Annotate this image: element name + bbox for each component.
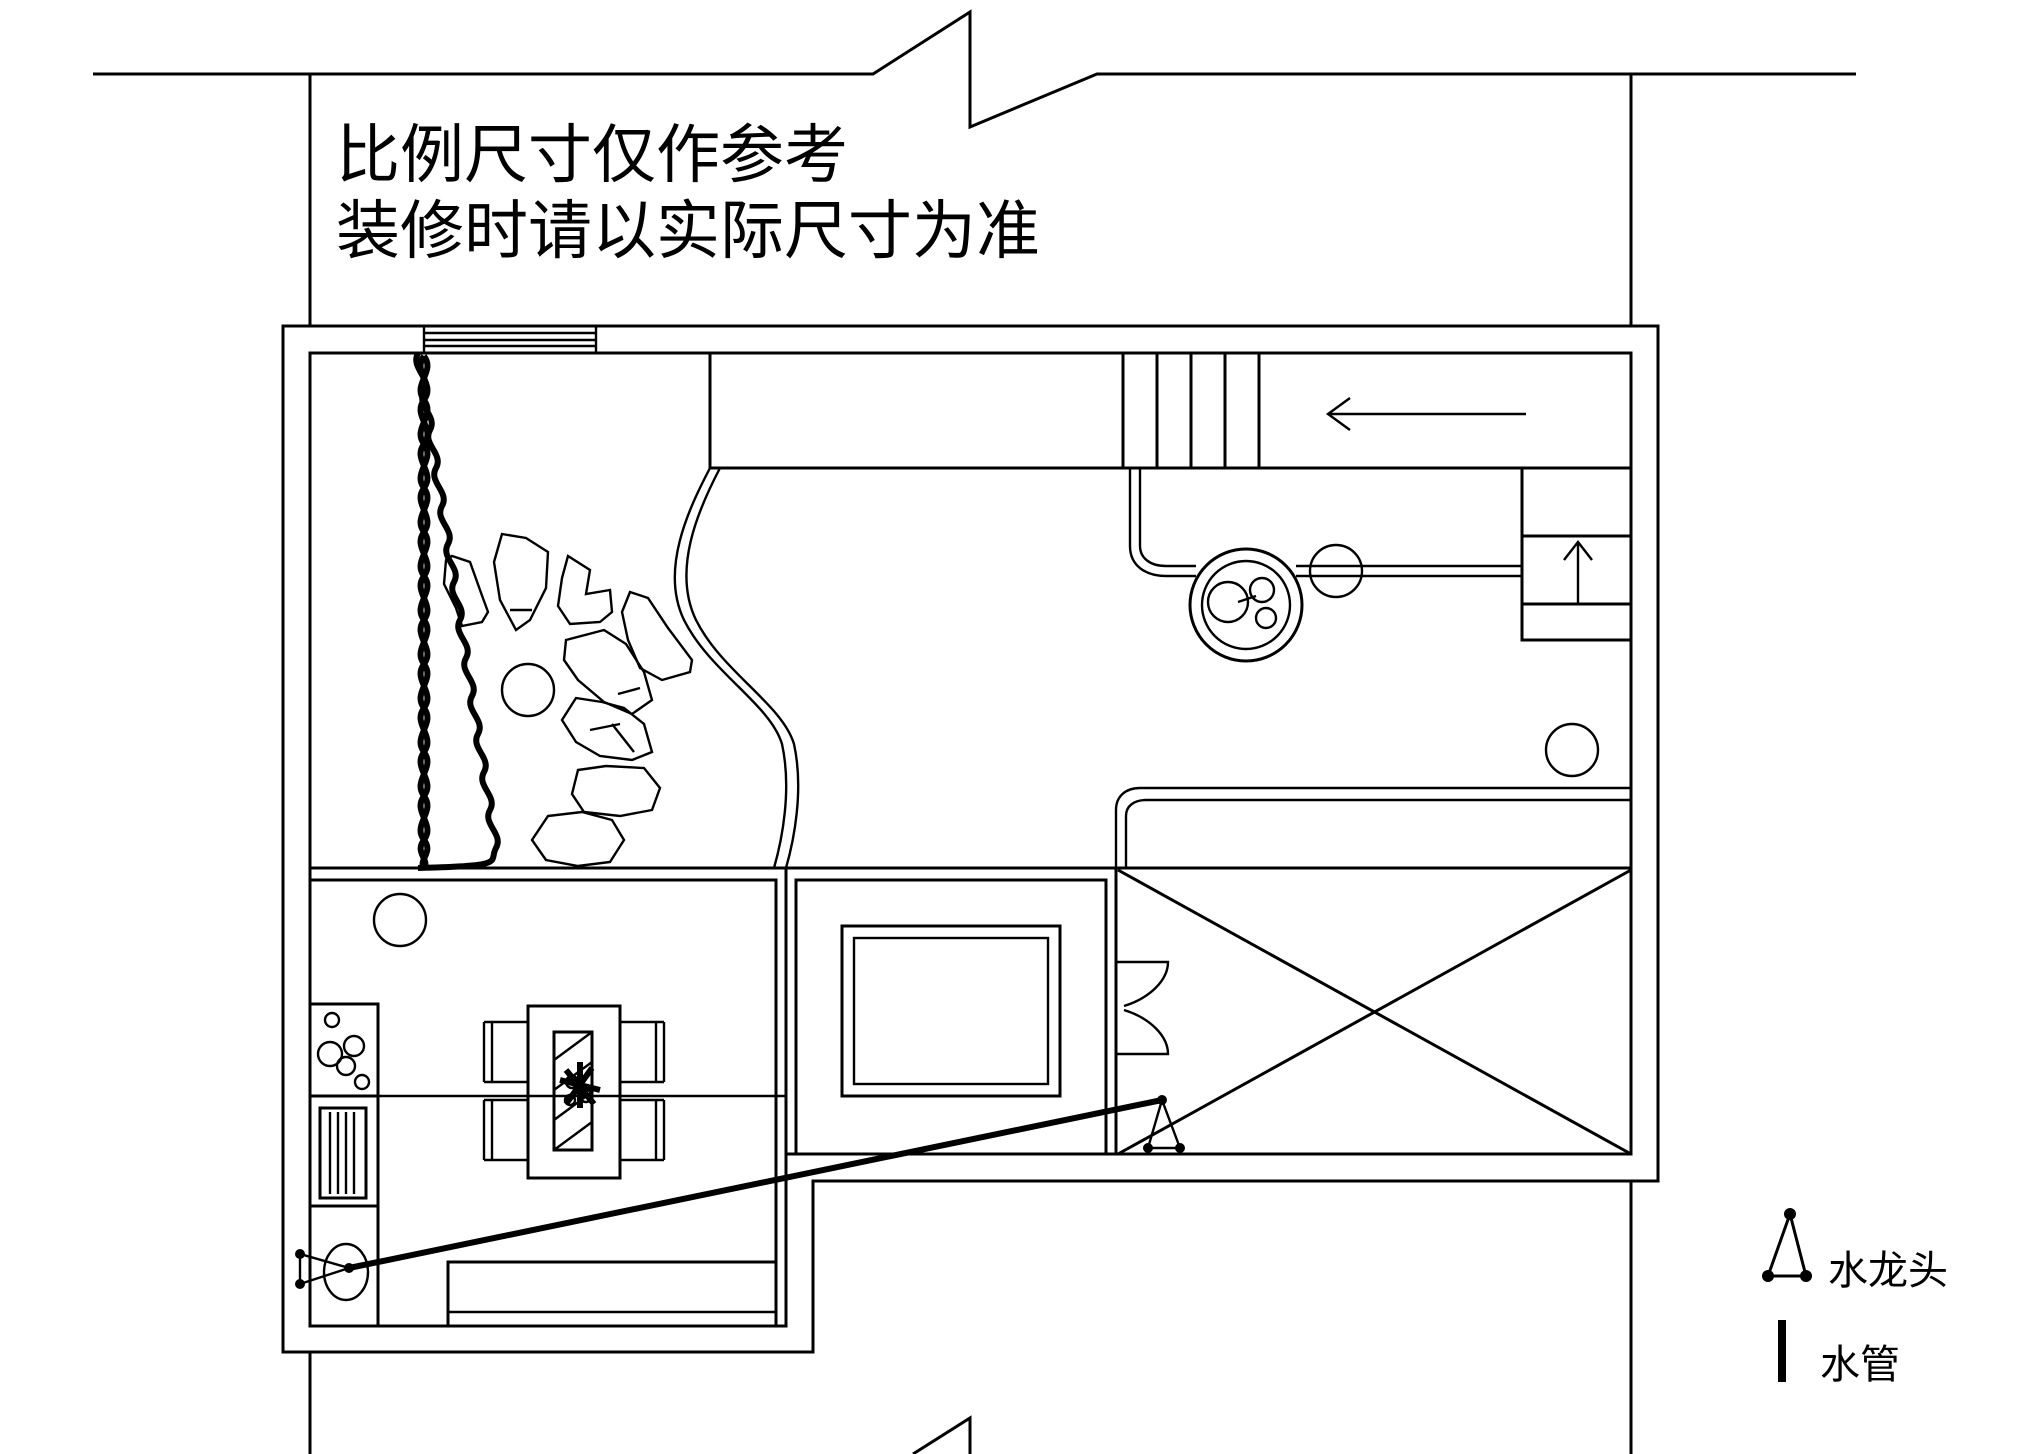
faucet-triangle-icon [1762,1208,1812,1282]
stair-right [1520,468,1631,642]
upper-room [708,353,1631,470]
stepping-stones [442,532,694,868]
window [422,324,598,355]
double-door [1114,960,1170,1056]
water-feature [1128,468,1600,778]
scale-notice: 比例尺寸仅作参考 装修时请以实际尺寸为准 [336,118,1040,270]
curved-path [673,467,800,869]
exterior-walls [281,324,1660,1354]
central-room [784,868,1108,1156]
legend-pipe-label: 水管 [1820,1342,1900,1388]
kitchen-counter [310,1002,778,1328]
faucet-bath [1143,1095,1185,1153]
hedge [413,351,501,871]
notice-line-1: 比例尺寸仅作参考 [336,119,848,193]
table-flower [559,1062,601,1108]
legend-faucet-label: 水龙头 [1828,1248,1948,1294]
right-bay [310,786,1632,1156]
faucet-kitchen [295,1249,354,1289]
notice-line-2: 装修时请以实际尺寸为准 [336,195,1040,269]
direction-arrow-left [1325,397,1526,431]
water-pipe [348,1097,1163,1271]
site-boundary [93,9,1856,1454]
pipe-bar-icon [1778,1320,1786,1382]
